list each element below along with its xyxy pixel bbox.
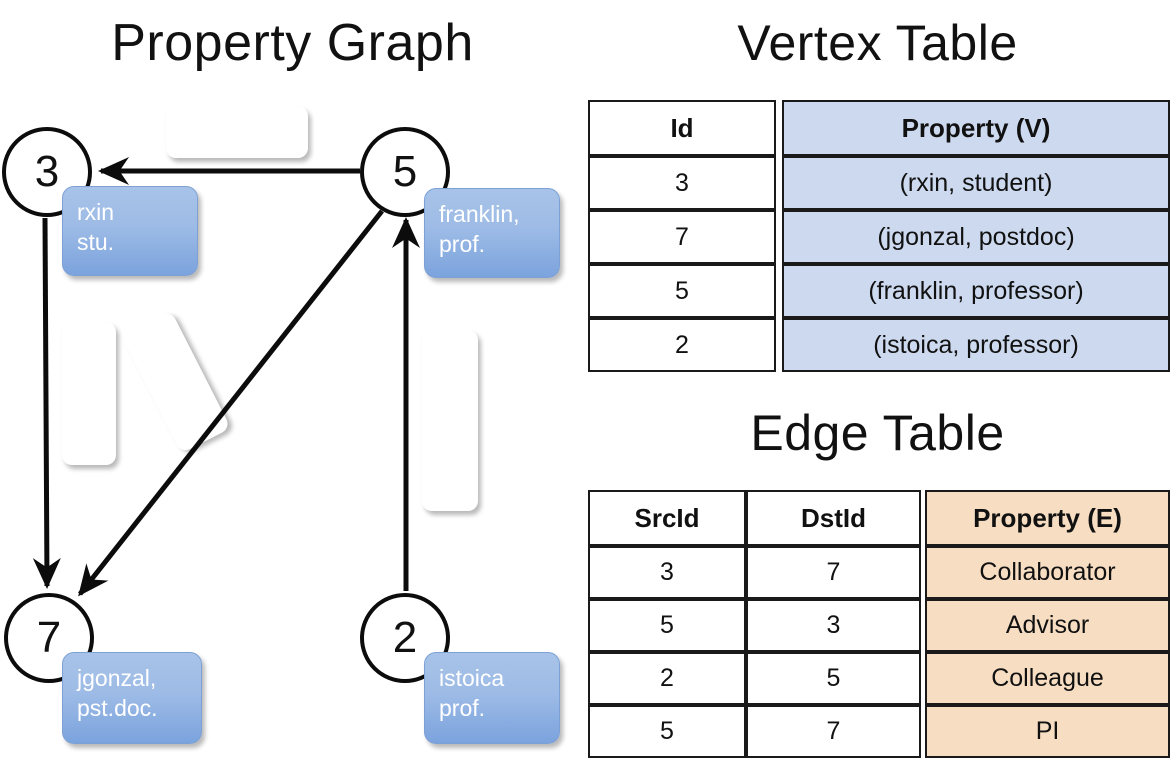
vertex-2-label: 2 — [392, 613, 418, 662]
vertex-table-header-id: Id — [588, 100, 776, 156]
vertex-table-row-3-property: (istoica, professor) — [782, 318, 1170, 372]
vertex-property-jgonzal-line1: jgonzal, — [77, 665, 157, 691]
edge-table-header-dstid: DstId — [746, 490, 921, 546]
edge-table-row-1-dstid: 3 — [746, 599, 921, 652]
edge-table-row-0-dstid: 7 — [746, 546, 921, 599]
vertex-7-label: 7 — [36, 613, 62, 662]
edge-label-pi-text: PI — [158, 364, 195, 399]
vertex-table-row-0-property: (rxin, student) — [782, 156, 1170, 210]
vertex-property-franklin-line1: franklin, — [439, 201, 520, 227]
vertex-property-jgonzal-line2: pst.doc. — [77, 695, 158, 721]
edge-table: SrcId DstId Property (E) 3 7 Collaborato… — [588, 490, 1170, 758]
edge-label-colleague: Colleague — [422, 330, 478, 511]
vertex-table-row-2-id: 5 — [588, 264, 776, 318]
edge-table-row-3-dstid: 7 — [746, 705, 921, 758]
edge-label-advisor-text: Advisor — [191, 116, 283, 147]
edge-label-collab: Collab. — [62, 322, 116, 465]
graph-vertex-2[interactable]: 2 — [360, 593, 450, 683]
vertex-3-label: 3 — [34, 147, 60, 196]
vertex-table-row-1-id: 7 — [588, 210, 776, 264]
vertex-property-rxin-line1: rxin — [77, 199, 115, 225]
edge-5-to-7 — [78, 209, 384, 597]
edge-table-row-2-srcid: 2 — [588, 652, 746, 705]
vertex-property-box-jgonzal: jgonzal, pst.doc. — [62, 652, 202, 744]
edge-table-row-1-srcid: 5 — [588, 599, 746, 652]
property-graph-diagram: 3 5 7 2 rxin stu. franklin, prof. jgonza… — [2, 106, 560, 744]
vertex-property-box-rxin: rxin stu. — [62, 186, 198, 276]
graph-vertex-5[interactable]: 5 — [360, 127, 450, 217]
vertex-property-istoica-line2: prof. — [439, 695, 486, 721]
edge-table-row-0-property: Collaborator — [925, 546, 1170, 599]
vertex-property-rxin-line2: stu. — [77, 229, 115, 255]
vertex-table-header-property: Property (V) — [782, 100, 1170, 156]
edge-3-to-7 — [32, 217, 61, 589]
graph-edge-lines — [32, 156, 421, 597]
edge-table-header-property: Property (E) — [925, 490, 1170, 546]
edge-table-row-2-property: Colleague — [925, 652, 1170, 705]
edge-table-row-1-property: Advisor — [925, 599, 1170, 652]
vertex-5-label: 5 — [392, 147, 418, 196]
edge-table-row-3-property: PI — [925, 705, 1170, 758]
page-title-property-graph: Property Graph — [111, 14, 474, 72]
vertex-property-istoica-line1: istoica — [439, 665, 505, 691]
edge-label-colleague-text: Colleague — [436, 364, 465, 477]
vertex-table-row-3-id: 2 — [588, 318, 776, 372]
edge-table-row-3-srcid: 5 — [588, 705, 746, 758]
vertex-table-row-1-property: (jgonzal, postdoc) — [782, 210, 1170, 264]
vertex-table: Id Property (V) 3 (rxin, student) 7 (jgo… — [588, 100, 1170, 372]
page-title-edge-table: Edge Table — [750, 405, 1005, 461]
vertex-property-box-istoica: istoica prof. — [424, 652, 560, 744]
edge-table-row-2-dstid: 5 — [746, 652, 921, 705]
vertex-property-franklin-line2: prof. — [439, 231, 486, 257]
vertex-table-row-0-id: 3 — [588, 156, 776, 210]
edge-table-row-0-srcid: 3 — [588, 546, 746, 599]
edge-label-advisor: Advisor — [166, 106, 308, 158]
vertex-property-box-franklin: franklin, prof. — [424, 188, 560, 278]
vertex-table-row-2-property: (franklin, professor) — [782, 264, 1170, 318]
edge-label-collab-text: Collab. — [75, 354, 104, 433]
page-title-vertex-table: Vertex Table — [737, 15, 1018, 71]
edge-table-header-srcid: SrcId — [588, 490, 746, 546]
